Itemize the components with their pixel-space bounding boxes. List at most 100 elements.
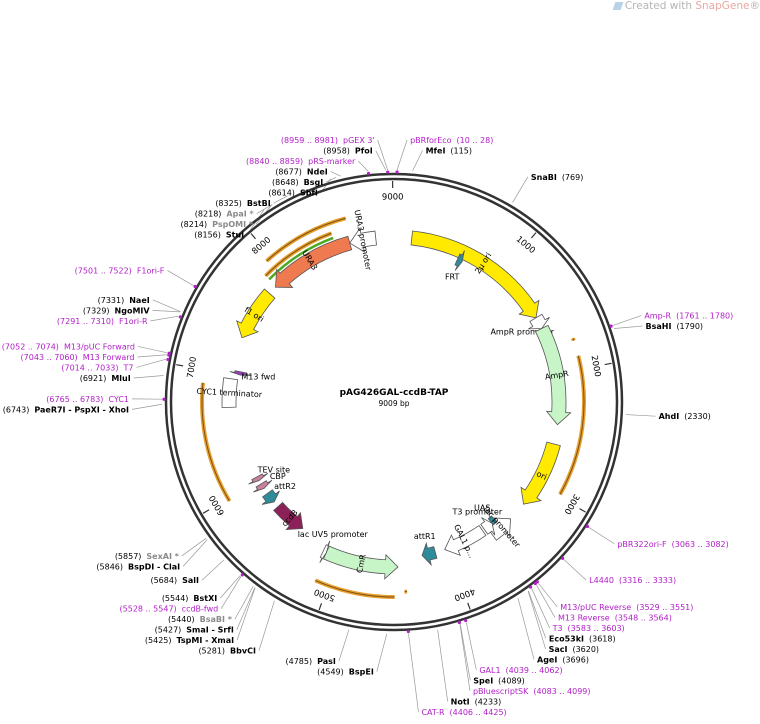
label-pbrforeco[interactable]: pBRforEco(10 .. 28) [410, 136, 493, 145]
label-bstxi[interactable]: (5544)BstXI [162, 594, 217, 603]
label-snabi[interactable]: SnaBI(769) [531, 173, 583, 182]
feature-ura3[interactable] [275, 235, 353, 288]
label-m13puc-rev[interactable]: M13/pUC Reverse(3529 .. 3551) [560, 603, 693, 612]
tick-1000 [530, 232, 537, 239]
label-paer7i[interactable]: (6743)PaeR7I - PspXI - XhoI [3, 405, 129, 414]
label-pfoi[interactable]: (8958)PfoI [323, 147, 372, 156]
label-pgex3[interactable]: (8959 .. 8981)pGEX 3' [281, 136, 375, 145]
feature-attr2[interactable] [261, 489, 280, 505]
label-name-pbr322ori-f: pBR322ori-F [617, 540, 667, 549]
label-eco53ki[interactable]: Eco53kI(3618) [549, 634, 616, 643]
label-name-cyc1: CYC1 [108, 395, 129, 404]
label-t7[interactable]: (7014 .. 7033)T7 [61, 363, 133, 372]
leader-l4440 [563, 559, 587, 581]
label-mfei[interactable]: MfeI(115) [426, 147, 472, 156]
feature-ura3-promoter[interactable] [349, 227, 377, 253]
label-bspei[interactable]: (4549)BspEI [317, 668, 374, 677]
feature-attr1[interactable] [421, 541, 438, 567]
feature-cbp[interactable] [253, 479, 273, 493]
label-pos-l4440: (3316 .. 3333) [619, 576, 676, 585]
leader-t3 [531, 588, 550, 629]
label-cyc1[interactable]: (6765 .. 6783)CYC1 [46, 395, 129, 404]
label-name-t3: T3 [552, 624, 563, 633]
label-spei[interactable]: SpeI(4089) [473, 676, 524, 685]
tick-3000 [579, 508, 586, 513]
label-ndei[interactable]: (8677)NdeI [275, 168, 327, 177]
label-smai[interactable]: (5427)SmaI - SrfI [155, 626, 234, 635]
feature-cmr[interactable] [322, 545, 399, 580]
leader-m13-rev [536, 584, 556, 618]
label-t3[interactable]: T3(3583 .. 3603) [552, 624, 625, 633]
label-f1ori-r[interactable]: (7291 .. 7310)F1ori-R [57, 317, 148, 326]
label-pos-saci: (3620) [572, 645, 599, 654]
feature-m13-fwd[interactable] [229, 370, 252, 376]
label-saci[interactable]: SacI(3620) [549, 645, 600, 654]
label-bspdi[interactable]: (5846)BspDI - ClaI [96, 562, 180, 571]
label-tspmi[interactable]: (5425)TspMI - XmaI [145, 636, 234, 645]
feature-ccdb[interactable] [273, 501, 304, 531]
label-amp-r-lbl[interactable]: Amp-R(1761 .. 1780) [644, 312, 733, 321]
label-pbr322ori-f[interactable]: pBR322ori-F(3063 .. 3082) [617, 540, 728, 549]
backbone-outer [164, 172, 624, 632]
leader-agei [517, 597, 535, 660]
label-sbfi[interactable]: (8614)SbfI [268, 189, 318, 198]
label-m13-fwd-lbl[interactable]: (7043 .. 7060)M13 Forward [21, 353, 135, 362]
label-f1ori-f[interactable]: (7501 .. 7522)F1ori-F [75, 266, 165, 275]
primer-arc-core-amp-r [572, 338, 575, 341]
label-bsgi[interactable]: (8648)BsgI [272, 178, 323, 187]
feature-gal1-p[interactable] [444, 524, 487, 557]
label-cat-r-lbl[interactable]: CAT-R(4406 .. 4425) [421, 708, 506, 717]
leader-bstbi [273, 195, 288, 204]
feature-lac-uv5-promoter[interactable] [319, 540, 331, 563]
label-l4440[interactable]: L4440(3316 .. 3333) [589, 576, 676, 585]
label-pos-bspei: (4549) [317, 668, 344, 677]
feature-t3-promoter[interactable] [480, 517, 496, 536]
tick-5000 [318, 603, 323, 611]
feature-tev-site[interactable] [248, 472, 268, 485]
label-sali[interactable]: (5684)SalI [150, 576, 199, 585]
feature-frt[interactable] [454, 250, 465, 271]
label-pspomi[interactable]: (8214)PspOMI * [181, 220, 254, 229]
label-bbvci[interactable]: (5281)BbvCI [198, 647, 256, 656]
label-prs-marker[interactable]: (8840 .. 8859)pRS-marker [246, 157, 356, 166]
label-stui[interactable]: (8156)StuI [194, 231, 244, 240]
leader-pasi [338, 629, 350, 662]
label-naei[interactable]: (7331)NaeI [98, 296, 150, 305]
label-mlui[interactable]: (6921)MluI [80, 374, 131, 383]
label-agei[interactable]: AgeI(3696) [537, 655, 589, 664]
label-pos-bsgi: (8648) [272, 178, 299, 187]
label-pos-cat-r-lbl: (4406 .. 4425) [450, 708, 507, 717]
label-pos-pasi: (4785) [285, 657, 312, 666]
leader-m13-fwd-lbl [137, 354, 167, 358]
tick-8000 [250, 233, 256, 240]
label-bsabi[interactable]: (5440)BsaBI * [168, 615, 233, 624]
label-m13-rev[interactable]: M13 Reverse(3548 .. 3564) [558, 613, 672, 622]
label-pasi[interactable]: (4785)PasI [285, 657, 335, 666]
label-noti[interactable]: NotI(4233) [451, 697, 502, 706]
tick-6000 [202, 509, 210, 514]
label-bsahi[interactable]: BsaHI(1790) [646, 322, 704, 331]
feature-f1-ori[interactable] [236, 288, 276, 339]
primer-arc-core-f1-arc [201, 382, 230, 502]
feature-cyc1-terminator[interactable] [221, 377, 239, 409]
label-bstbi[interactable]: (8325)BstBI [215, 199, 270, 208]
label-pbluescriptsk[interactable]: pBluescriptSK(4083 .. 4099) [473, 687, 591, 696]
label-sexai[interactable]: (5857)SexAI * [115, 552, 180, 561]
label-ngomiv[interactable]: (7329)NgoMIV [83, 306, 150, 315]
label-pos-f1ori-r: (7291 .. 7310) [57, 317, 114, 326]
label-ahdi[interactable]: AhdI(2330) [659, 412, 711, 421]
label-name-tspmi: TspMI - XmaI [177, 636, 235, 645]
label-name-spei: SpeI [473, 676, 493, 685]
primer-arc-core-ura-out [266, 217, 346, 262]
feature-ori[interactable] [520, 441, 561, 505]
feature-ampr-promoter[interactable] [528, 313, 550, 330]
label-pos-gal1: (4039 .. 4062) [506, 666, 563, 675]
label-m13puc-fwd[interactable]: (7052 .. 7074)M13/pUC Forward [2, 342, 135, 351]
feature-ampr[interactable] [534, 324, 572, 426]
leader-ngomiv [152, 310, 181, 313]
label-apai[interactable]: (8218)ApaI * [195, 210, 255, 219]
label-gal1[interactable]: GAL1(4039 .. 4062) [479, 666, 562, 675]
label-ccdb-fwd[interactable]: (5528 .. 5547)ccdB-fwd [120, 605, 219, 614]
label-pos-m13-fwd-lbl: (7043 .. 7060) [21, 353, 78, 362]
label-pos-paer7i: (6743) [3, 405, 30, 414]
